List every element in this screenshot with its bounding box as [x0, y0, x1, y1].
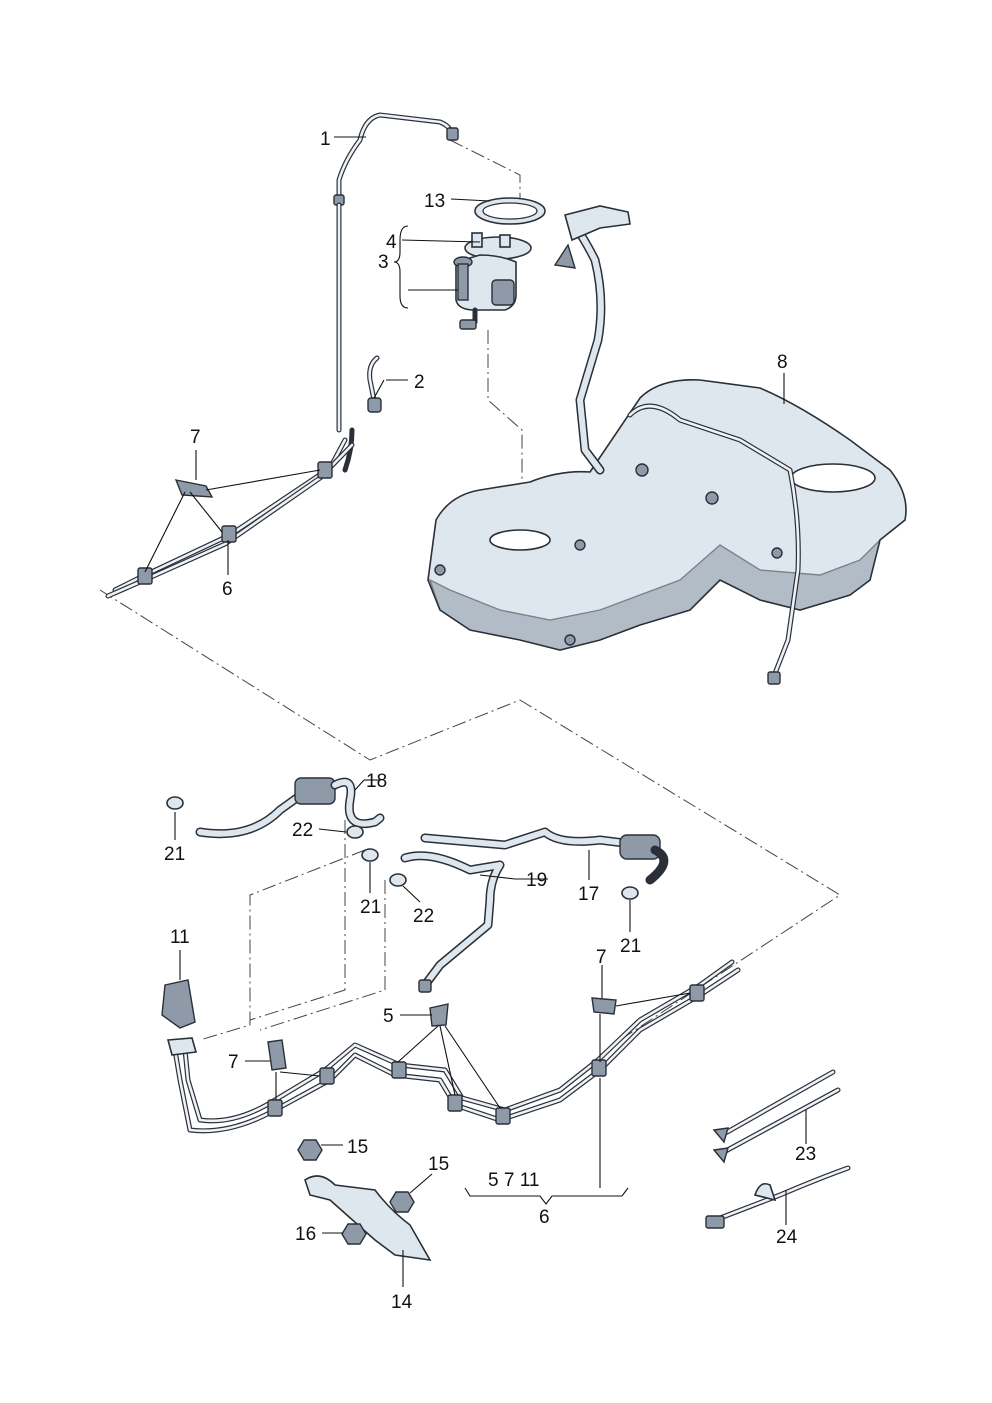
- callout-11: 11: [170, 927, 190, 948]
- callout-21-c: 21: [620, 936, 641, 957]
- hose-clamp-21a[interactable]: [166, 796, 184, 810]
- callout-21-b: 21: [360, 897, 381, 918]
- callout-labels: 1 2 13 4 3 8 7 6 18 21 22 21 22 19 17 21…: [164, 129, 816, 1313]
- callout-19: 19: [526, 870, 547, 891]
- upper-fuel-line-bundle[interactable]: [105, 437, 355, 599]
- nut-15a[interactable]: [297, 1139, 323, 1161]
- callout-15-a: 15: [347, 1137, 368, 1158]
- hose-clamp-22b[interactable]: [389, 873, 407, 887]
- nut-16[interactable]: [341, 1223, 367, 1245]
- callout-7-upper: 7: [190, 427, 201, 448]
- sealing-ring[interactable]: [474, 197, 546, 225]
- heat-shield[interactable]: [304, 1175, 432, 1262]
- leader-lines: [144, 136, 807, 1287]
- callout-8: 8: [777, 352, 788, 373]
- callout-21-a: 21: [164, 844, 185, 865]
- assembly-dash-lines: [99, 139, 841, 1041]
- hose-clamp-22a[interactable]: [346, 825, 364, 839]
- callout-6-upper: 6: [222, 579, 233, 600]
- callout-4: 4: [386, 232, 397, 253]
- callout-2: 2: [414, 372, 425, 393]
- callout-1: 1: [320, 129, 331, 150]
- cable-tie-24[interactable]: [705, 1165, 851, 1229]
- hose-clamp-21c[interactable]: [621, 886, 639, 900]
- callout-18: 18: [366, 771, 387, 792]
- connecting-hose-19[interactable]: [400, 851, 505, 993]
- connecting-hose-17[interactable]: [420, 827, 669, 885]
- callout-6-lower: 6: [539, 1207, 550, 1228]
- fuel-pump-unit[interactable]: [453, 232, 532, 330]
- fuel-supply-line[interactable]: [333, 112, 459, 433]
- callout-17: 17: [578, 884, 599, 905]
- cable-tie-23[interactable]: [712, 1069, 841, 1164]
- callout-22-b: 22: [413, 906, 434, 927]
- fuel-tank[interactable]: [427, 205, 907, 685]
- callout-5-7-11: 5 7 11: [488, 1170, 539, 1191]
- callout-5: 5: [383, 1006, 394, 1027]
- callout-22-a: 22: [292, 820, 313, 841]
- callout-24: 24: [776, 1227, 798, 1248]
- connection-hose[interactable]: [342, 355, 382, 473]
- lower-fuel-line-bundle[interactable]: [172, 959, 741, 1134]
- callout-7-right: 7: [596, 947, 607, 968]
- connecting-hose-18[interactable]: [195, 777, 385, 839]
- nut-15b[interactable]: [389, 1191, 415, 1213]
- callout-13: 13: [424, 191, 445, 212]
- callout-7-lower: 7: [228, 1052, 239, 1073]
- callout-16: 16: [295, 1224, 316, 1245]
- bracket-11[interactable]: [161, 979, 198, 1056]
- callout-23: 23: [795, 1144, 816, 1165]
- callout-15-b: 15: [428, 1154, 449, 1175]
- callout-14: 14: [391, 1292, 413, 1313]
- callout-3: 3: [378, 252, 389, 273]
- hose-clamp-21b[interactable]: [361, 848, 379, 862]
